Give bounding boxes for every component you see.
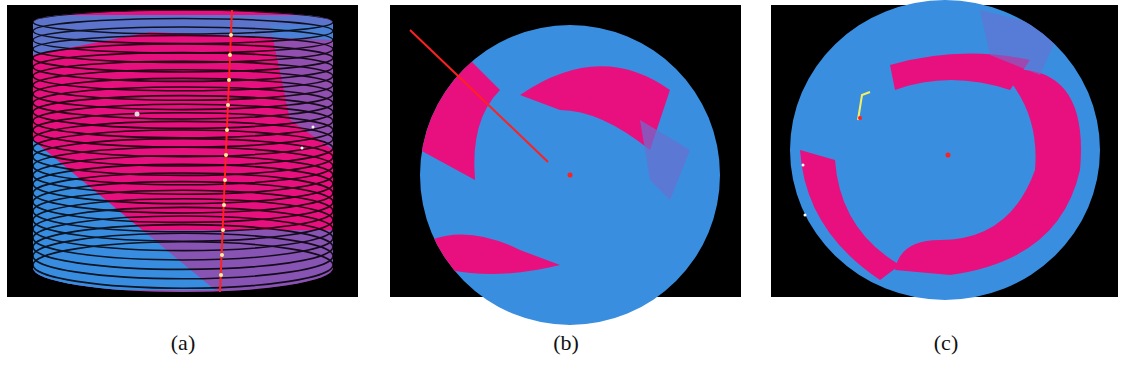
axis-line [410, 30, 548, 162]
marker-dot [301, 147, 304, 150]
annulus-render [415, 20, 725, 330]
marker-glyph [858, 92, 870, 120]
panel-label: (b) [553, 330, 579, 356]
marker-dot [312, 126, 315, 129]
marker-dot [802, 164, 805, 167]
center-dot [568, 173, 573, 178]
panel-label: (a) [171, 330, 195, 356]
panel-label: (c) [934, 330, 958, 356]
cylinder-render [30, 5, 340, 300]
sample-points [219, 33, 233, 277]
marker-dot [804, 214, 807, 217]
annulus-render [785, 0, 1105, 305]
marker-dot [858, 116, 862, 120]
axis-line [220, 10, 232, 292]
marker-dot [135, 112, 140, 117]
center-dot [946, 153, 951, 158]
